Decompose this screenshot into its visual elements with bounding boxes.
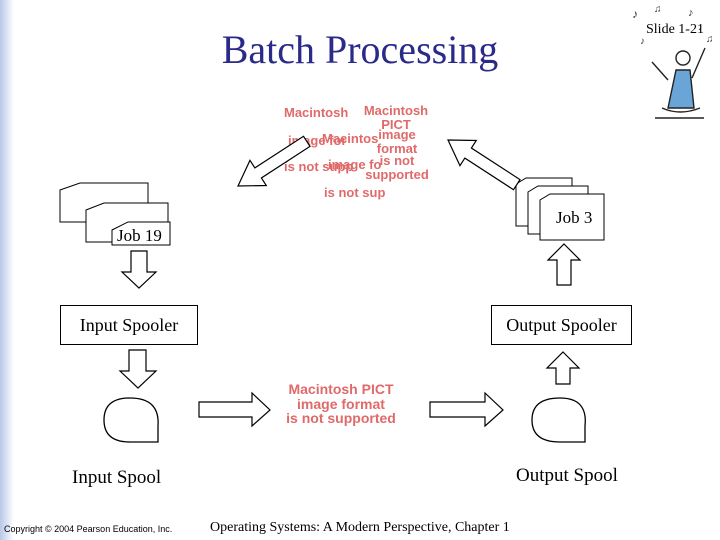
arrow-up-spooler-to-job xyxy=(546,243,582,286)
center-image-placeholder: Macintosh PICT image format is not suppo… xyxy=(286,381,396,427)
arrow-right-left xyxy=(198,391,271,428)
svg-text:♫: ♫ xyxy=(654,4,662,15)
output-spool-label: Output Spool xyxy=(516,465,618,486)
arrow-up-left xyxy=(447,139,521,191)
svg-text:♫: ♫ xyxy=(706,34,714,45)
output-spooler-box: Output Spooler xyxy=(491,305,632,345)
svg-text:♪: ♪ xyxy=(632,7,638,21)
footer-course: Operating Systems: A Modern Perspective,… xyxy=(210,520,510,535)
output-spool-shape xyxy=(531,397,586,443)
svg-text:♩: ♩ xyxy=(698,22,707,32)
slide-number: Slide 1-21 xyxy=(646,22,704,37)
arrow-up-spool-to-spooler xyxy=(545,351,581,385)
input-spool-shape xyxy=(103,397,159,443)
arrow-right-right xyxy=(429,391,504,428)
job-right-label: Job 3 xyxy=(556,208,593,227)
svg-text:♪: ♪ xyxy=(640,36,645,47)
arrow-down-job-to-spooler xyxy=(120,250,158,289)
job-left-label: Job 19 xyxy=(117,226,162,245)
svg-text:♪: ♪ xyxy=(688,7,694,19)
input-spooler-box: Input Spooler xyxy=(60,305,198,345)
arrow-down-spooler-to-spool xyxy=(118,349,158,389)
job-cards-left xyxy=(59,182,171,246)
arrow-down-left xyxy=(237,135,311,187)
input-spool-label: Input Spool xyxy=(72,467,162,488)
footer-copyright: Copyright © 2004 Pearson Education, Inc. xyxy=(4,524,173,534)
slide-title: Batch Processing xyxy=(221,27,499,72)
top-image-placeholder: Macintosh image for Macintos is not supp… xyxy=(284,103,429,200)
left-decorative-band xyxy=(0,0,14,540)
job-cards-right xyxy=(515,177,605,241)
